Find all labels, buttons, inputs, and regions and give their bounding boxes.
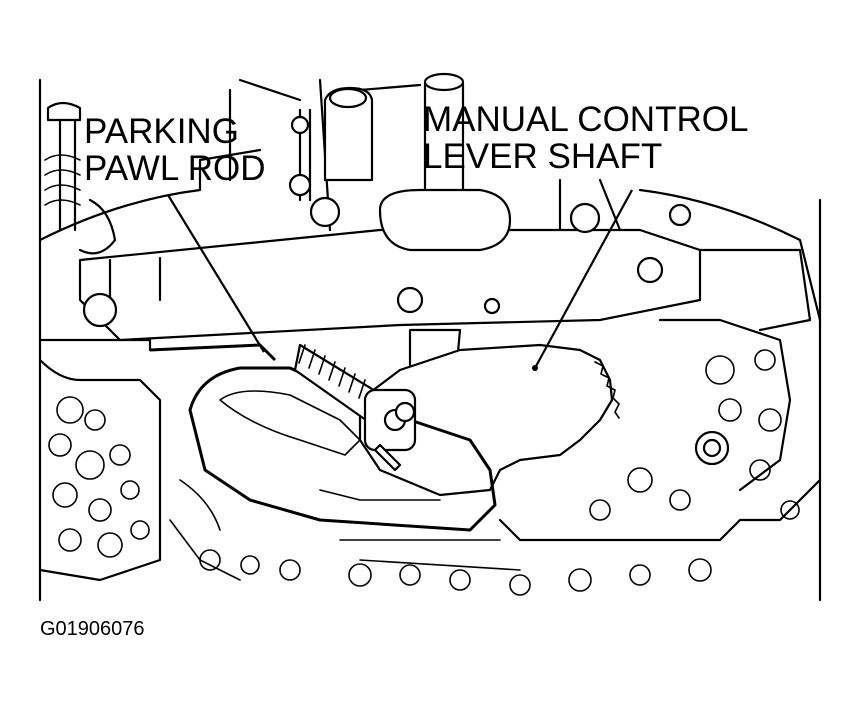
center-post — [323, 86, 374, 182]
parking-pawl-rod-label-line1: PARKING — [84, 112, 239, 151]
leader-line-parking-pawl-rod — [167, 194, 265, 353]
lower-valve-body-left — [38, 358, 301, 582]
leader-line-manual-control-lever-shaft — [534, 189, 633, 369]
manual-control-lever-shaft-label: MANUAL CONTROL LEVER SHAFT — [423, 100, 749, 176]
manual-control-lever-shaft-label-line2: LEVER SHAFT — [423, 136, 663, 176]
leader-lines — [167, 189, 633, 369]
lower-valve-body-right — [339, 318, 822, 596]
parking-pawl-rod — [293, 343, 417, 472]
parking-pawl-rod-label: PARKING PAWL ROD — [84, 112, 266, 188]
valve-body-plate — [78, 115, 702, 342]
parking-pawl-rod-label-line2: PAWL ROD — [84, 148, 266, 188]
figure-id: G01906076 — [40, 618, 145, 640]
detent-plate — [358, 343, 620, 497]
manual-control-lever-shaft-label-line1: MANUAL CONTROL — [423, 100, 749, 139]
